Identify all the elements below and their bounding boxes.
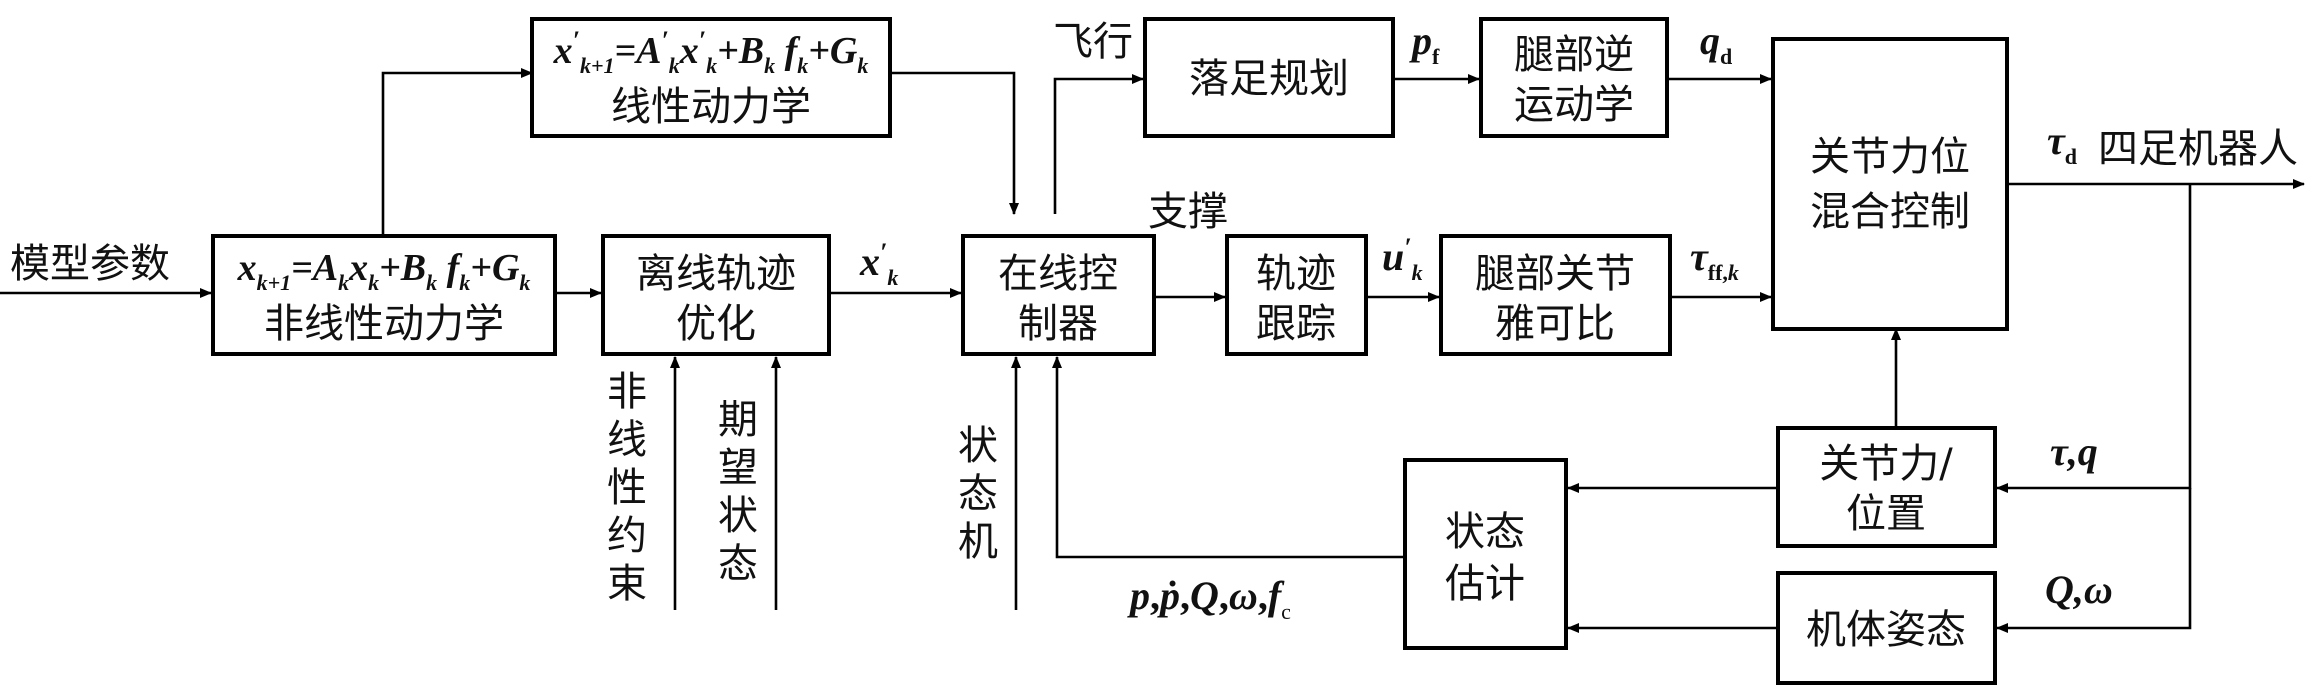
desired-state-label: 期 望 状 态 <box>718 397 758 587</box>
svg-text:望: 望 <box>718 445 758 491</box>
body-pose-block: 机体姿态 <box>1776 571 1997 685</box>
svg-text:雅可比: 雅可比 <box>1495 301 1615 347</box>
svg-text:腿部关节: 腿部关节 <box>1475 251 1635 297</box>
svg-text:跟踪: 跟踪 <box>1256 301 1336 347</box>
leg-jacobian-block: 腿部关节 雅可比 <box>1439 234 1672 356</box>
nonlinear-dynamics-block: xk+1=Akxk+Bk fk+Gk 非线性动力学 <box>211 234 557 356</box>
linear-dynamics-equation: x′k+1=A′kx′k+Bk fk+Gk <box>553 26 869 78</box>
svg-text:制器: 制器 <box>1018 301 1098 347</box>
p-f-label: pf <box>1409 18 1440 69</box>
state-estimation-block: 状态 估计 <box>1403 458 1568 650</box>
svg-text:态: 态 <box>958 471 998 517</box>
svg-text:关节力/: 关节力/ <box>1819 441 1953 487</box>
offline-trajectory-block: 离线轨迹 优化 <box>601 234 831 356</box>
nonlinear-dynamics-label: 非线性动力学 <box>264 301 504 347</box>
svg-text:优化: 优化 <box>676 301 756 347</box>
arrow-linear-to-online <box>890 71 1019 215</box>
svg-text:期: 期 <box>718 397 758 443</box>
tau-d-label: τd <box>2047 118 2077 169</box>
svg-text:运动学: 运动学 <box>1514 82 1634 128</box>
svg-text:状: 状 <box>958 423 998 469</box>
state-machine-label: 状 态 机 <box>958 423 998 565</box>
svg-text:束: 束 <box>607 561 647 607</box>
leg-ik-block: 腿部逆 运动学 <box>1479 17 1669 138</box>
svg-text:状态: 状态 <box>1445 509 1525 555</box>
linear-dynamics-label: 线性动力学 <box>611 84 811 130</box>
svg-text:在线控: 在线控 <box>998 251 1118 297</box>
svg-text:混合控制: 混合控制 <box>1810 189 1970 235</box>
svg-text:估计: 估计 <box>1445 561 1525 607</box>
q-d-label: qd <box>1700 18 1732 69</box>
joint-force-position-block: 关节力/ 位置 <box>1776 426 1997 548</box>
svg-text:线: 线 <box>607 417 647 463</box>
tau-ff-label: τff,k <box>1690 234 1739 285</box>
svg-text:落足规划: 落足规划 <box>1189 56 1349 102</box>
svg-text:轨迹: 轨迹 <box>1256 251 1336 297</box>
hybrid-control-block: 关节力位 混合控制 <box>1771 37 2009 331</box>
svg-text:机体姿态: 机体姿态 <box>1806 607 1966 653</box>
arrow-nonlinear-to-linear <box>381 68 533 236</box>
svg-text:非: 非 <box>607 369 647 415</box>
svg-text:性: 性 <box>607 465 647 511</box>
model-params-label: 模型参数 <box>10 241 170 287</box>
svg-text:关节力位: 关节力位 <box>1810 134 1970 180</box>
linear-dynamics-block: x′k+1=A′kx′k+Bk fk+Gk 线性动力学 <box>530 17 892 138</box>
svg-text:离线轨迹: 离线轨迹 <box>636 251 796 297</box>
state-vars-label: p,ṗ,Q,ω,fc <box>1127 573 1291 624</box>
foothold-planning-block: 落足规划 <box>1143 17 1395 138</box>
nonlinear-constraints-label: 非 线 性 约 束 <box>607 369 647 607</box>
trajectory-tracking-block: 轨迹 跟踪 <box>1225 234 1368 356</box>
Q-omega-label: Q,ω <box>2045 567 2113 612</box>
arrow-online-to-foothold <box>1053 74 1144 214</box>
svg-text:状: 状 <box>718 493 758 539</box>
svg-text:态: 态 <box>718 541 758 587</box>
arrow-estimator-to-online <box>1052 356 1403 559</box>
arrow-robot-to-body <box>1996 488 2192 633</box>
online-controller-block: 在线控 制器 <box>961 234 1156 356</box>
svg-text:位置: 位置 <box>1846 491 1926 537</box>
nonlinear-dynamics-equation: xk+1=Akxk+Bk fk+Gk <box>237 247 531 295</box>
quadruped-robot-label: 四足机器人 <box>2098 126 2298 172</box>
svg-text:约: 约 <box>607 513 647 559</box>
support-label: 支撑 <box>1148 189 1228 235</box>
svg-text:腿部逆: 腿部逆 <box>1514 32 1634 78</box>
u-prime-k-label: u′k <box>1382 233 1423 285</box>
tau-q-label: τ,q <box>2050 429 2098 474</box>
flight-label: 飞行 <box>1053 19 1133 65</box>
x-prime-k-label: x′k <box>859 238 898 290</box>
svg-text:机: 机 <box>958 519 998 565</box>
connectors <box>0 68 2305 633</box>
